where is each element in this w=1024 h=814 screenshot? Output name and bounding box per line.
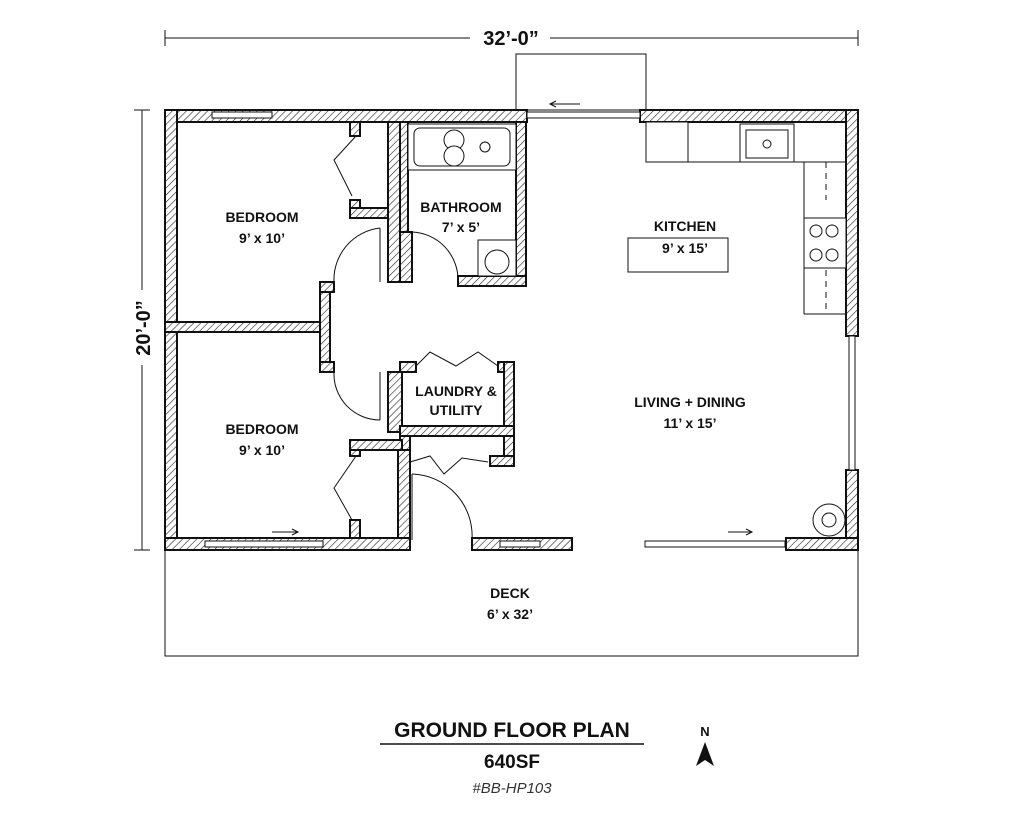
width-dimension: 32’-0” bbox=[164, 28, 859, 50]
room-size: 9’ x 10’ bbox=[239, 230, 285, 246]
room-size: 11’ x 15’ bbox=[664, 415, 717, 431]
width-dimension-label: 32’-0” bbox=[483, 28, 539, 50]
room-kitchen: KITCHEN 9’ x 15’ bbox=[654, 218, 716, 256]
plan-area: 640SF bbox=[484, 752, 540, 773]
room-name: BEDROOM bbox=[225, 421, 298, 437]
title-block: GROUND FLOOR PLAN 640SF #BB-HP103 bbox=[380, 719, 644, 797]
room-deck: DECK 6’ x 32’ bbox=[487, 585, 533, 622]
doors bbox=[333, 135, 499, 541]
room-name: LIVING + DINING bbox=[634, 394, 746, 410]
entry-landing bbox=[515, 53, 647, 111]
room-size: 7’ x 5’ bbox=[442, 219, 480, 235]
north-label: N bbox=[700, 724, 709, 739]
stove-fixture bbox=[812, 503, 846, 537]
north-arrow-icon bbox=[696, 742, 714, 766]
north-arrow: N bbox=[696, 724, 714, 766]
room-bedroom-2: BEDROOM 9’ x 10’ bbox=[225, 421, 298, 458]
interior-walls bbox=[164, 121, 527, 539]
room-living-dining: LIVING + DINING 11’ x 15’ bbox=[634, 394, 746, 431]
depth-dimension: 20’-0” bbox=[133, 109, 155, 551]
room-name: BEDROOM bbox=[225, 209, 298, 225]
bathroom-fixtures bbox=[407, 123, 517, 277]
room-size: 9’ x 15’ bbox=[662, 240, 708, 256]
depth-dimension-label: 20’-0” bbox=[133, 300, 155, 356]
room-bedroom-1: BEDROOM 9’ x 10’ bbox=[225, 209, 298, 246]
room-size: 9’ x 10’ bbox=[239, 442, 285, 458]
room-size: UTILITY bbox=[430, 402, 484, 418]
room-laundry-utility: LAUNDRY & UTILITY bbox=[415, 383, 497, 418]
room-name: DECK bbox=[490, 585, 530, 601]
room-name: KITCHEN bbox=[654, 218, 716, 234]
room-bathroom: BATHROOM 7’ x 5’ bbox=[420, 199, 501, 235]
room-name: BATHROOM bbox=[420, 199, 501, 215]
deck-outline bbox=[164, 550, 859, 657]
room-size: 6’ x 32’ bbox=[487, 606, 533, 622]
room-name: LAUNDRY & bbox=[415, 383, 497, 399]
plan-code: #BB-HP103 bbox=[472, 780, 552, 797]
windows bbox=[204, 111, 856, 548]
plan-title: GROUND FLOOR PLAN bbox=[394, 719, 630, 742]
kitchen-fixtures bbox=[627, 121, 847, 315]
